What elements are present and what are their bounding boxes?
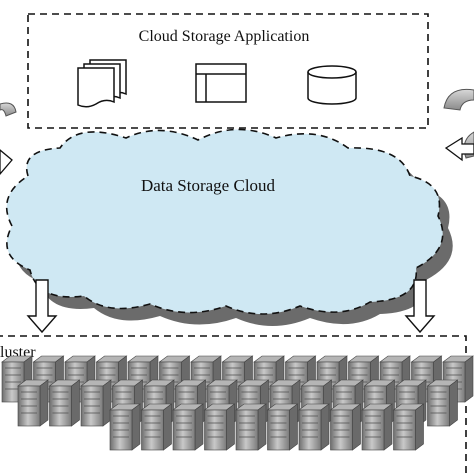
cluster-box (0, 335, 467, 474)
server-tower-icon (17, 379, 49, 427)
application-title: Cloud Storage Application (139, 28, 310, 45)
server-tower-icon (140, 403, 173, 451)
server-rack-group (1, 355, 474, 451)
server-tower-icon (203, 403, 236, 451)
server-tower-icon (235, 403, 267, 451)
server-tower-icon (80, 379, 112, 427)
server-tower-icon (48, 379, 81, 427)
server-tower-icon (109, 403, 141, 451)
server-tower-icon (329, 403, 362, 451)
server-tower-icon (392, 403, 425, 451)
database-cylinder-icon (307, 65, 357, 105)
down-arrow-right (404, 279, 436, 334)
left-curved-arrow (0, 102, 17, 175)
server-tower-icon (426, 379, 459, 427)
server-tower-icon (361, 403, 393, 451)
server-tower-icon (298, 403, 330, 451)
window-icon (195, 63, 247, 103)
application-box: Cloud Storage Application (27, 13, 429, 129)
server-tower-icon (266, 403, 299, 451)
server-tower-icon (172, 403, 204, 451)
right-curved-arrow (443, 88, 474, 162)
down-arrow-left (26, 279, 58, 334)
data-storage-cloud (5, 128, 444, 315)
cloud-title: Data Storage Cloud (141, 176, 276, 195)
documents-stack-icon (77, 59, 127, 108)
